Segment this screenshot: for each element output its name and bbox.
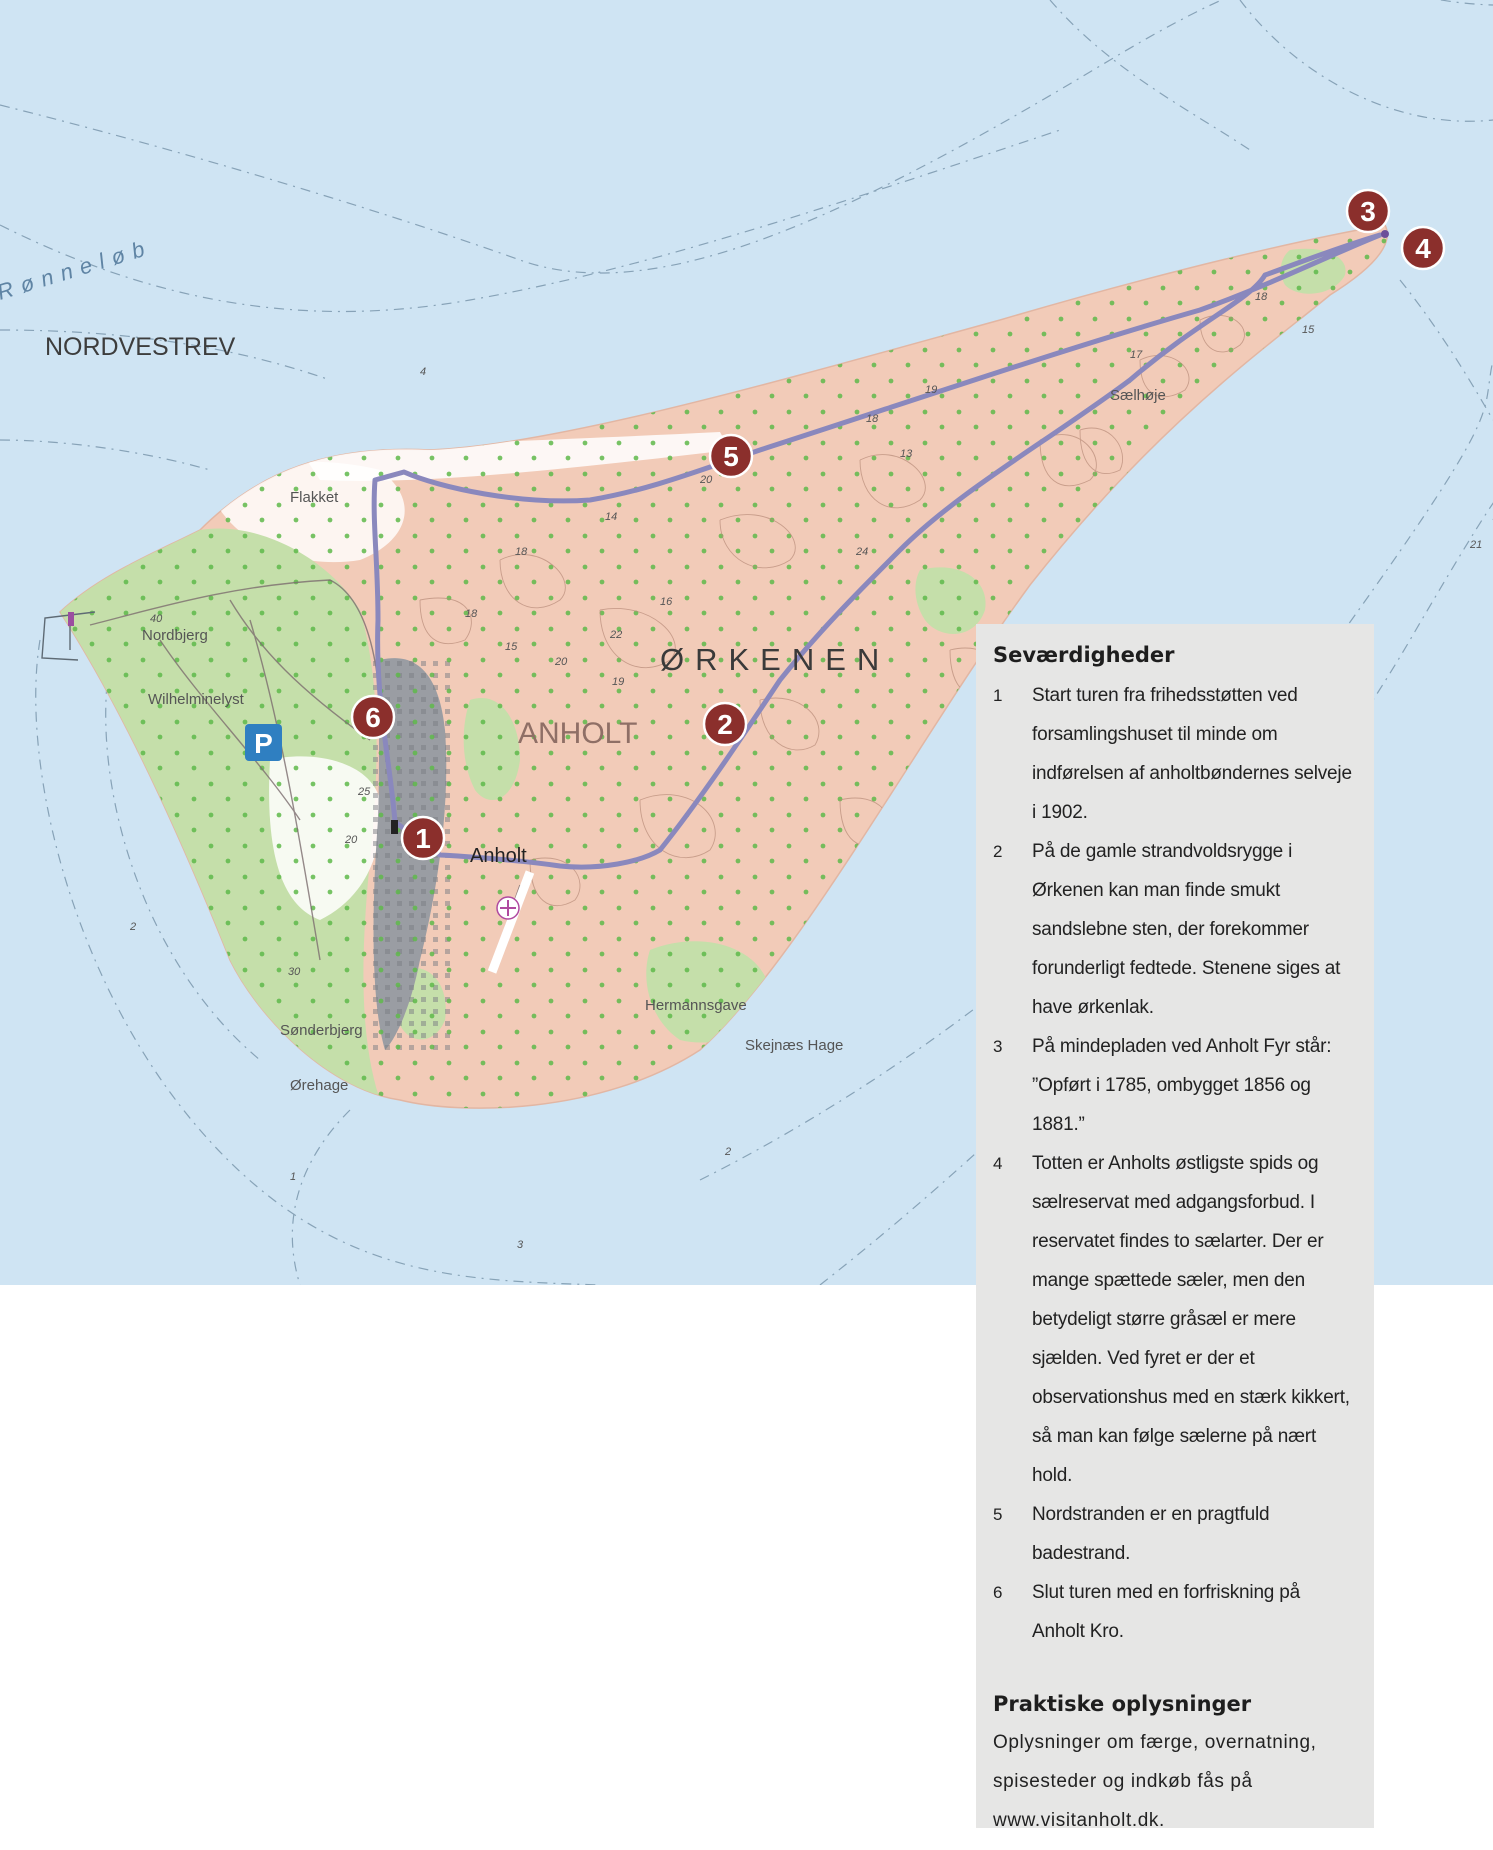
svg-text:15: 15 (505, 641, 518, 653)
harbour (41, 611, 96, 661)
hermannsgave-label: Hermannsgave (645, 997, 747, 1014)
orehage-label: Ørehage (290, 1077, 348, 1094)
depth-number: 3 (517, 1239, 524, 1251)
item-number: 1 (993, 686, 1003, 705)
svg-text:18: 18 (866, 413, 879, 425)
svg-text:1: 1 (415, 823, 431, 854)
svg-text:4: 4 (1415, 233, 1431, 264)
depth-contours (0, 0, 1493, 1285)
anholt-town-label: Anholt (470, 845, 527, 867)
marker-3[interactable]: 3 (1345, 188, 1391, 234)
airfield (487, 870, 535, 974)
list-item: 6 Slut turen med en forfriskning på Anhol… (993, 1573, 1356, 1651)
item-number: 3 (993, 1037, 1003, 1056)
svg-text:25: 25 (357, 786, 371, 798)
saelhoje-label: Sælhøje (1110, 387, 1166, 404)
item-number: 2 (993, 842, 1003, 861)
lighthouse-symbol (1381, 230, 1389, 238)
list-item: 1 Start turen fra frihedsstøtten ved fors… (993, 676, 1356, 832)
monument-symbol (391, 820, 398, 834)
nordvestrev-label: NORDVESTREV (45, 333, 236, 361)
svg-text:40: 40 (150, 613, 163, 625)
depth-number: 2 (129, 921, 136, 933)
practical-title: Praktiske oplysninger (993, 1692, 1252, 1716)
list-item: 2 På de gamle strandvoldsrygge i Ørkenen … (993, 832, 1356, 1027)
depth-number: 21 (1469, 539, 1482, 551)
hiking-route (371, 232, 1383, 870)
svg-text:15: 15 (1302, 324, 1315, 336)
list-item: 4 Totten er Anholts østligste spids og sæ… (993, 1144, 1356, 1495)
anholt-area-label: ANHOLT (518, 717, 637, 750)
item-number: 4 (993, 1154, 1003, 1173)
sights-list: 1 Start turen fra frihedsstøtten ved fors… (993, 676, 1356, 1651)
svg-text:18: 18 (1255, 291, 1268, 303)
svg-text:24: 24 (855, 546, 868, 558)
depth-number: 4 (420, 366, 426, 378)
svg-text:19: 19 (612, 676, 624, 688)
svg-text:2: 2 (717, 709, 733, 740)
svg-text:13: 13 (900, 448, 913, 460)
list-item: 5 Nordstranden er en pragtfuld badestrand… (993, 1495, 1356, 1573)
skejnaes-hage-label: Skejnæs Hage (745, 1037, 843, 1054)
sights-panel: Seværdigheder 1 Start turen fra frihedsst… (976, 624, 1374, 1831)
marker-2[interactable]: 2 (702, 701, 748, 747)
svg-text:20: 20 (554, 656, 568, 668)
item-number: 5 (993, 1505, 1003, 1524)
svg-text:6: 6 (365, 702, 381, 733)
item-text: Slut turen med en forfriskning på Anholt… (1032, 1582, 1300, 1642)
marker-4[interactable]: 4 (1400, 225, 1446, 271)
svg-text:22: 22 (609, 629, 622, 641)
marker-6[interactable]: 6 (350, 694, 396, 740)
panel-title: Seværdigheder (993, 643, 1175, 667)
item-text: På de gamle strandvoldsrygge i Ørkenen k… (1032, 841, 1341, 1018)
practical-text: Oplysninger om færge, overnatning, spise… (993, 1732, 1317, 1831)
item-text: Nordstranden er en pragtfuld badestrand. (1032, 1504, 1270, 1564)
svg-text:18: 18 (515, 546, 528, 558)
item-text: Start turen fra frihedsstøtten ved forsa… (1032, 685, 1352, 823)
svg-text:17: 17 (1130, 349, 1143, 361)
map: P Rønneløb NORDVESTREV ØRKENEN ANHOLT An… (0, 0, 1493, 1285)
list-item: 3 På mindepladen ved Anholt Fyr står: ”Op… (993, 1027, 1356, 1144)
svg-text:20: 20 (699, 474, 713, 486)
svg-text:19: 19 (925, 384, 937, 396)
svg-text:20: 20 (344, 834, 358, 846)
wilhelminelyst-label: Wilhelminelyst (148, 691, 245, 708)
sonderbjerg-label: Sønderbjerg (280, 1022, 363, 1039)
svg-text:30: 30 (288, 966, 301, 978)
item-text: Totten er Anholts østligste spids og sæl… (1032, 1153, 1350, 1486)
svg-text:P: P (254, 728, 273, 759)
marker-1[interactable]: 1 (400, 815, 446, 861)
svg-text:18: 18 (465, 608, 478, 620)
marker-5[interactable]: 5 (708, 433, 754, 479)
depth-number: 2 (724, 1146, 731, 1158)
item-text: På mindepladen ved Anholt Fyr står: ”Opf… (1032, 1036, 1332, 1135)
svg-text:3: 3 (1360, 196, 1376, 227)
flakket-label: Flakket (290, 489, 339, 506)
svg-text:5: 5 (723, 441, 739, 472)
svg-text:16: 16 (660, 596, 673, 608)
svg-text:14: 14 (605, 511, 617, 523)
orkenen-label: ØRKENEN (660, 642, 890, 677)
height-numbers: 20 18 14 16 18 15 22 19 20 18 24 13 19 1… (150, 291, 1315, 978)
item-number: 6 (993, 1583, 1003, 1602)
nordbjerg-label: Nordbjerg (142, 627, 208, 644)
parking-sign: P (245, 724, 282, 761)
depth-number: 1 (290, 1171, 296, 1183)
